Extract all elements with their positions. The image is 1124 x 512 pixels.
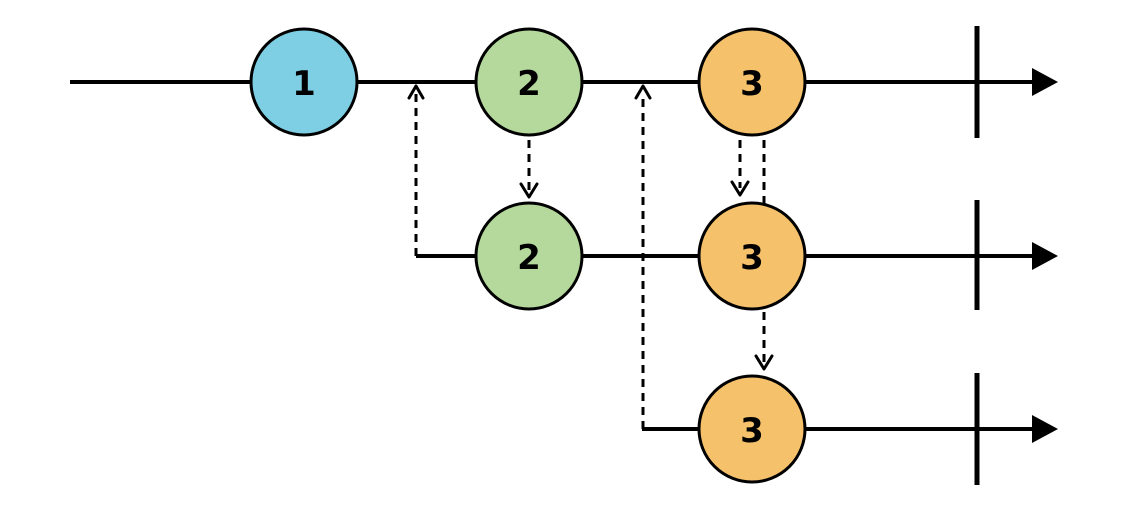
marble-label: 3	[740, 411, 764, 451]
down-arrow-icon	[519, 182, 539, 199]
source-timeline-arrow-icon	[1032, 68, 1058, 96]
emit-connector-2	[519, 140, 539, 199]
emit-connector-3a	[730, 140, 750, 197]
inner-timeline-1-arrow-icon	[1032, 242, 1058, 270]
marble-label: 2	[517, 238, 541, 278]
marble: 2	[474, 201, 584, 311]
inner-timeline-2-arrow-icon	[1032, 415, 1058, 443]
subscribe-connector-2	[634, 84, 652, 429]
marble-circle	[249, 27, 359, 137]
subscribe-connector-1	[407, 84, 425, 256]
marble: 3	[697, 27, 807, 137]
marble: 1	[249, 27, 359, 137]
marble-circle	[697, 374, 807, 484]
marble: 3	[697, 374, 807, 484]
marble-label: 2	[517, 64, 541, 104]
emit-connector-3b	[754, 140, 774, 371]
marble-circle	[697, 27, 807, 137]
marble: 2	[474, 27, 584, 137]
marble-label: 3	[740, 238, 764, 278]
marble-circle	[474, 201, 584, 311]
up-arrow-icon	[634, 84, 652, 100]
marble-label: 3	[740, 64, 764, 104]
marble-circle	[697, 201, 807, 311]
marble: 3	[697, 201, 807, 311]
marble-label: 1	[292, 64, 316, 104]
up-arrow-icon	[407, 84, 425, 100]
down-arrow-icon	[754, 354, 774, 371]
marble-circle	[474, 27, 584, 137]
down-arrow-icon	[730, 180, 750, 197]
